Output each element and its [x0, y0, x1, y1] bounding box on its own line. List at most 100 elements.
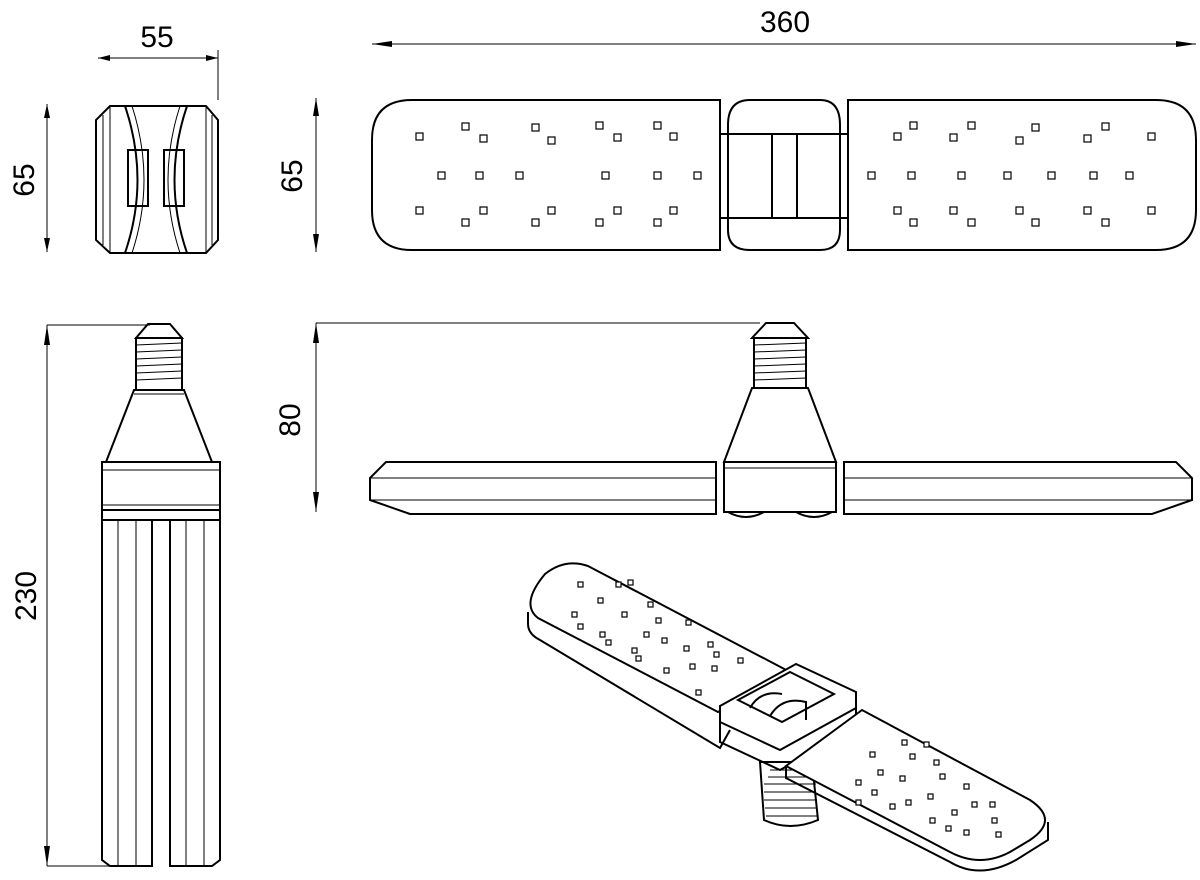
led-chip	[615, 581, 622, 588]
led-chip	[613, 206, 622, 215]
led-chip	[889, 803, 896, 810]
led-chip	[737, 657, 744, 664]
led-chip	[661, 637, 668, 644]
led-chip	[693, 171, 702, 180]
led-chip	[951, 809, 958, 816]
led-chip	[577, 623, 584, 630]
dim-width-55: 55	[140, 21, 173, 54]
led-chip	[971, 801, 978, 808]
led-chip	[1147, 132, 1156, 141]
led-chip	[437, 171, 446, 180]
led-chip	[923, 741, 930, 748]
led-chip	[1089, 171, 1098, 180]
led-chip	[711, 665, 718, 672]
led-chip	[989, 801, 996, 808]
led-chip	[713, 651, 720, 658]
dim-length-360: 360	[760, 6, 810, 39]
led-chip	[909, 218, 918, 227]
led-chip	[967, 121, 976, 130]
led-chip	[967, 218, 976, 227]
led-chip	[547, 206, 556, 215]
led-chip	[949, 206, 958, 215]
top-view	[371, 99, 1197, 251]
led-chip	[653, 171, 662, 180]
led-chip	[1083, 134, 1092, 143]
led-chip	[907, 171, 916, 180]
led-chip	[927, 793, 934, 800]
led-chip	[963, 829, 970, 836]
led-chip	[995, 831, 1002, 838]
led-chip	[479, 134, 488, 143]
led-chip	[631, 647, 638, 654]
led-chip	[547, 136, 556, 145]
led-chip	[669, 132, 678, 141]
led-chip	[605, 639, 612, 646]
led-chip	[901, 739, 908, 746]
led-chip	[669, 206, 678, 215]
led-chip	[571, 611, 578, 618]
led-chip	[597, 597, 604, 604]
led-chip	[689, 663, 696, 670]
led-chip	[909, 753, 916, 760]
led-chip	[939, 773, 946, 780]
led-chip	[663, 667, 670, 674]
led-chip	[695, 689, 702, 696]
led-chip	[613, 133, 622, 142]
led-chip	[867, 171, 876, 180]
led-chip	[991, 817, 998, 824]
led-chip	[577, 581, 584, 588]
led-chip	[531, 218, 540, 227]
led-chip	[963, 783, 970, 790]
dim-length-230: 230	[10, 571, 43, 621]
led-chip	[647, 601, 654, 608]
dim-height-65-panel: 65	[276, 159, 309, 192]
led-chip	[957, 171, 966, 180]
led-chip	[461, 218, 470, 227]
led-chip	[655, 617, 662, 624]
led-chip	[475, 171, 484, 180]
led-chip	[1047, 171, 1056, 180]
led-chip	[1083, 206, 1092, 215]
led-chip	[1003, 171, 1012, 180]
isometric-view	[527, 562, 1049, 872]
led-chip	[601, 171, 610, 180]
led-chip	[893, 132, 902, 141]
led-chip	[855, 799, 862, 806]
led-chip	[905, 799, 912, 806]
led-chip	[621, 611, 628, 618]
led-chip	[1015, 206, 1024, 215]
led-chip	[949, 133, 958, 142]
led-chip	[627, 579, 634, 586]
led-chip	[461, 122, 470, 131]
led-chip	[653, 121, 662, 130]
led-chip	[515, 171, 524, 180]
led-chip	[635, 655, 642, 662]
led-chip	[945, 825, 952, 832]
led-chip	[595, 218, 604, 227]
led-chip	[929, 817, 936, 824]
led-chip	[599, 631, 606, 638]
led-chip	[415, 132, 424, 141]
led-chip	[899, 775, 906, 782]
led-chip	[685, 619, 692, 626]
isometric-view-leds	[571, 579, 1002, 838]
led-chip	[1101, 122, 1110, 131]
led-chip	[415, 206, 424, 215]
led-chip	[595, 121, 604, 130]
led-chip	[855, 779, 862, 786]
led-chip	[909, 121, 918, 130]
end-view	[95, 105, 219, 254]
led-chip	[479, 206, 488, 215]
front-view	[369, 322, 1193, 518]
dimension-lines	[44, 41, 1196, 867]
dim-height-80: 80	[274, 403, 307, 436]
top-view-leds	[415, 121, 1156, 227]
led-chip	[869, 751, 876, 758]
led-chip	[871, 789, 878, 796]
dim-height-65-left: 65	[8, 163, 41, 196]
side-view	[101, 323, 221, 867]
led-chip	[893, 206, 902, 215]
led-chip	[933, 759, 940, 766]
led-chip	[877, 769, 884, 776]
